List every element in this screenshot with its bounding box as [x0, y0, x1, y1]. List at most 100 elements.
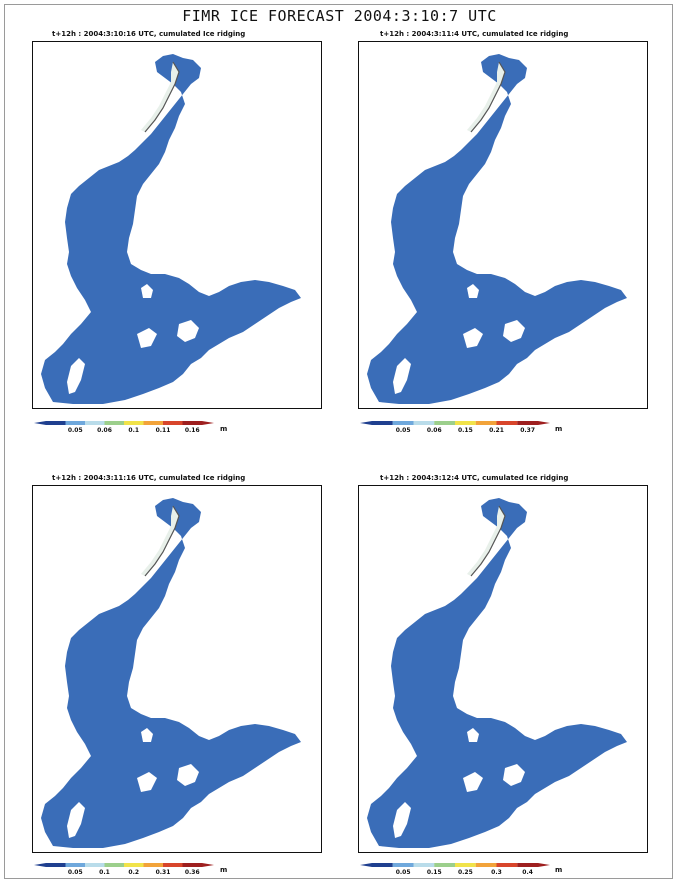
colorbar-tick-label: 0.11	[156, 427, 171, 433]
panel-3-title: t+12h : 2004:3:11:16 UTC, cumulated Ice …	[52, 474, 246, 482]
panel-2-title: t+12h : 2004:3:11:4 UTC, cumulated Ice r…	[380, 30, 569, 38]
colorbar-tick-label: 0.15	[458, 427, 473, 433]
colorbar-tick-label: 0.1	[128, 427, 139, 433]
colorbar-segment	[46, 863, 66, 867]
oland-island	[463, 328, 483, 348]
colorbar-segment	[104, 421, 124, 425]
island	[467, 284, 479, 298]
colorbar-segment	[475, 421, 497, 425]
colorbar-segment	[392, 863, 414, 867]
panel-1-map[interactable]	[32, 41, 322, 409]
colorbar-tick-label: 0.31	[156, 869, 171, 875]
colorbar-right-arrow	[202, 863, 214, 867]
coast-line	[470, 61, 506, 133]
colorbar-tick-label: 0.05	[68, 427, 83, 433]
colorbar-tick-label: 0.05	[396, 869, 411, 875]
open-water-strip	[467, 506, 505, 576]
sea-ice-area	[367, 54, 627, 404]
colorbar-tick-label: 0.05	[68, 869, 83, 875]
colorbar-segment	[517, 863, 538, 867]
colorbar-segment	[475, 863, 497, 867]
island	[141, 284, 153, 298]
colorbar-segment	[104, 863, 124, 867]
panel-3-unit: m	[220, 866, 228, 874]
colorbar-right-arrow	[202, 421, 214, 425]
coast-line	[470, 505, 506, 577]
colorbar-segment	[182, 421, 202, 425]
colorbar-segment	[392, 421, 414, 425]
colorbar-tick-label: 0.05	[396, 427, 411, 433]
colorbar-tick-label: 0.2	[128, 869, 139, 875]
figure-title: FIMR ICE FORECAST 2004:3:10:7 UTC	[182, 7, 497, 25]
colorbar-segment	[85, 421, 105, 425]
saaremaa-island	[177, 320, 199, 342]
colorbar-left-arrow	[360, 421, 372, 425]
open-water-strip	[141, 506, 179, 576]
panel-4-title: t+12h : 2004:3:12:4 UTC, cumulated Ice r…	[380, 474, 569, 482]
colorbar-segment	[46, 421, 66, 425]
colorbar-tick-label: 0.21	[489, 427, 504, 433]
colorbar-segment	[124, 863, 144, 867]
island	[467, 728, 479, 742]
colorbar-tick-label: 0.06	[427, 427, 442, 433]
sea-ice-area	[41, 498, 301, 848]
gotland-island	[393, 358, 411, 394]
colorbar-segment	[434, 863, 455, 867]
panel-4-unit: m	[555, 866, 563, 874]
colorbar-segment	[496, 421, 518, 425]
gotland-island	[393, 802, 411, 838]
colorbar-segment	[65, 863, 85, 867]
colorbar-segment	[455, 421, 476, 425]
open-water-strip	[141, 62, 179, 132]
colorbar-segment	[124, 421, 144, 425]
coast-line	[144, 505, 180, 577]
panel-2-map[interactable]	[358, 41, 648, 409]
colorbar-left-arrow	[34, 863, 46, 867]
colorbar-tick-label: 0.4	[522, 869, 533, 875]
panel-4-colorbar: 0.05 0.15 0.25 0.3 0.4	[360, 861, 550, 875]
colorbar-tick-label: 0.15	[427, 869, 442, 875]
coast-line	[144, 61, 180, 133]
colorbar-segment	[65, 421, 85, 425]
colorbar-segment	[413, 863, 435, 867]
saaremaa-island	[503, 764, 525, 786]
saaremaa-island	[177, 764, 199, 786]
saaremaa-island	[503, 320, 525, 342]
colorbar-tick-label: 0.36	[185, 869, 200, 875]
colorbar-segment	[372, 863, 393, 867]
colorbar-segment	[517, 421, 538, 425]
colorbar-segment	[143, 863, 163, 867]
colorbar-right-arrow	[538, 421, 550, 425]
colorbar-segment	[163, 863, 183, 867]
colorbar-left-arrow	[34, 421, 46, 425]
colorbar-segment	[434, 421, 455, 425]
colorbar-tick-label: 0.16	[185, 427, 200, 433]
gotland-island	[67, 358, 85, 394]
colorbar-segment	[143, 421, 163, 425]
colorbar-tick-label: 0.3	[491, 869, 502, 875]
panel-1-title: t+12h : 2004:3:10:16 UTC, cumulated Ice …	[52, 30, 246, 38]
oland-island	[137, 772, 157, 792]
gotland-island	[67, 802, 85, 838]
oland-island	[137, 328, 157, 348]
sea-ice-area	[367, 498, 627, 848]
panel-2-unit: m	[555, 425, 563, 433]
panel-3-map[interactable]	[32, 485, 322, 853]
colorbar-segment	[163, 421, 183, 425]
colorbar-tick-label: 0.37	[520, 427, 535, 433]
colorbar-tick-label: 0.1	[99, 869, 110, 875]
colorbar-tick-label: 0.25	[458, 869, 473, 875]
colorbar-segment	[496, 863, 518, 867]
colorbar-segment	[372, 421, 393, 425]
panel-4-map[interactable]	[358, 485, 648, 853]
colorbar-tick-label: 0.06	[97, 427, 112, 433]
colorbar-left-arrow	[360, 863, 372, 867]
oland-island	[463, 772, 483, 792]
colorbar-segment	[182, 863, 202, 867]
panel-2-colorbar: 0.05 0.06 0.15 0.21 0.37	[360, 419, 550, 433]
panel-1-colorbar: 0.05 0.06 0.1 0.11 0.16	[34, 419, 214, 433]
figure-frame	[4, 4, 673, 879]
sea-ice-area	[41, 54, 301, 404]
colorbar-segment	[455, 863, 476, 867]
open-water-strip	[467, 62, 505, 132]
